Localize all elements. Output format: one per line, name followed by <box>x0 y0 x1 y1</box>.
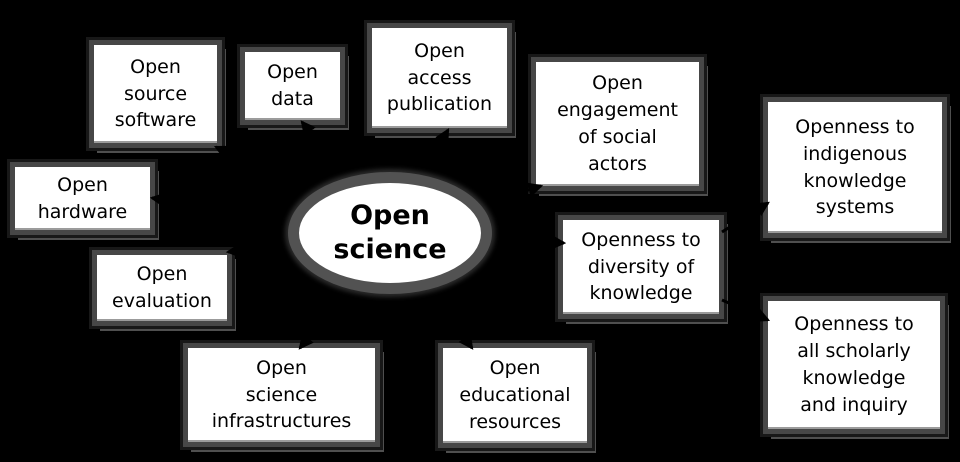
node-label: Openness to diversity of knowledge <box>581 228 701 305</box>
edge-diversity-to-indigenous <box>721 201 770 234</box>
node-open-evaluation: Open evaluation <box>92 250 232 326</box>
node-open-source-software: Open source software <box>89 40 222 148</box>
node-open-engagement-of-social-actors: Open engagement of social actors <box>531 57 704 191</box>
node-label: Open access publication <box>386 39 493 116</box>
node-open-science-infrastructures: Open science infrastructures <box>183 343 380 447</box>
node-openness-to-all-scholarly-knowledge-and-inquiry: Openness to all scholarly knowledge and … <box>763 296 945 434</box>
node-label: Open data <box>267 61 318 110</box>
edge-diversity-to-all-scholarly <box>721 298 771 322</box>
node-openness-to-diversity-of-knowledge: Openness to diversity of knowledge <box>558 215 724 319</box>
node-open-hardware: Open hardware <box>10 162 155 235</box>
node-openness-to-indigenous-knowledge-systems: Openness to indigenous knowledge systems <box>763 97 947 238</box>
node-label: Open evaluation <box>112 263 212 312</box>
node-label: Open engagement of social actors <box>557 72 678 175</box>
node-open-access-publication: Open access publication <box>367 23 512 133</box>
node-label: Open hardware <box>37 173 128 223</box>
node-open-science-center: Open science <box>288 172 492 294</box>
node-open-educational-resources: Open educational resources <box>438 343 592 448</box>
node-label: Openness to all scholarly knowledge and … <box>794 313 914 416</box>
node-label: Openness to indigenous knowledge systems <box>795 115 915 219</box>
node-open-data: Open data <box>240 47 345 125</box>
node-label: Open science infrastructures <box>211 356 352 433</box>
node-label: Open educational resources <box>459 357 571 433</box>
center-label: Open science <box>333 200 447 265</box>
node-label: Open source software <box>114 55 197 132</box>
